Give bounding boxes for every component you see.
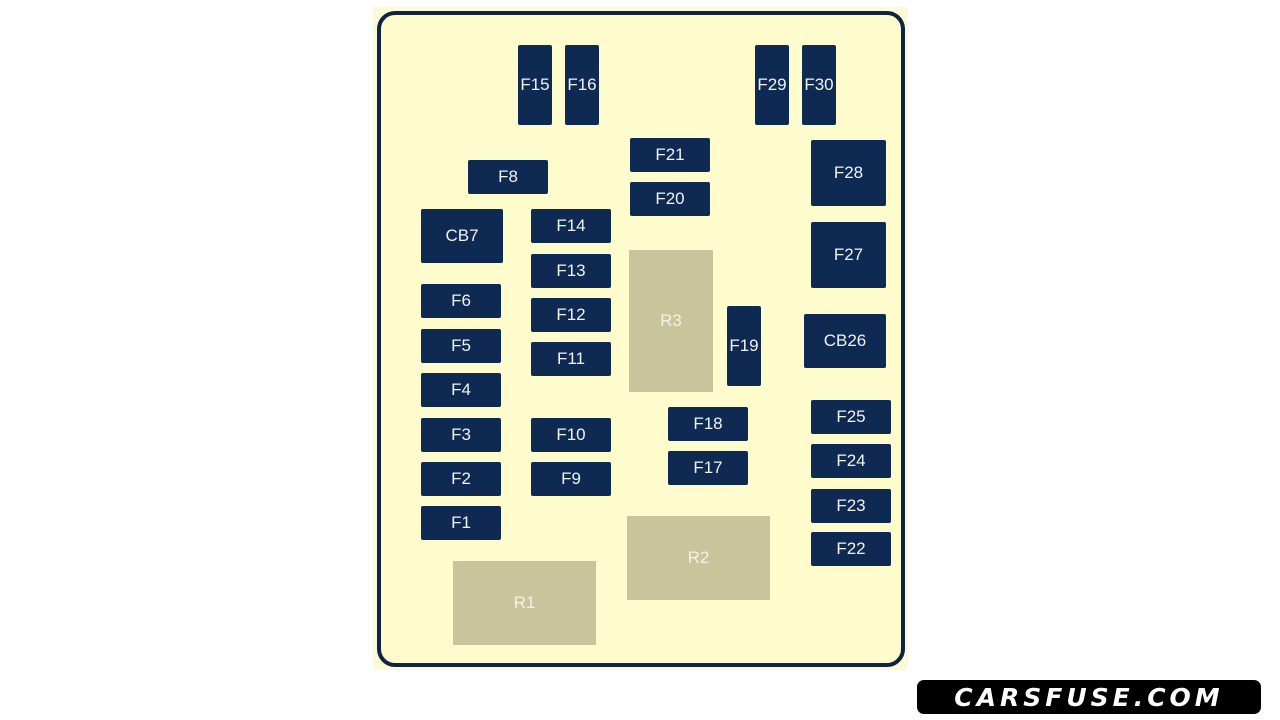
fuse-f13: F13 bbox=[531, 254, 611, 288]
fuse-f12: F12 bbox=[531, 298, 611, 332]
fuse-cb7: CB7 bbox=[421, 209, 503, 263]
fuse-f6: F6 bbox=[421, 284, 501, 318]
fuse-f5: F5 bbox=[421, 329, 501, 363]
fuse-f8: F8 bbox=[468, 160, 548, 194]
fuse-f4: F4 bbox=[421, 373, 501, 407]
fuse-f17: F17 bbox=[668, 451, 748, 485]
fuse-f9: F9 bbox=[531, 462, 611, 496]
fuse-f28: F28 bbox=[811, 140, 886, 206]
relay-r2: R2 bbox=[627, 516, 770, 600]
fuse-f24: F24 bbox=[811, 444, 891, 478]
fuse-f11: F11 bbox=[531, 342, 611, 376]
fuse-f23: F23 bbox=[811, 489, 891, 523]
fuse-f16: F16 bbox=[565, 45, 599, 125]
fuse-f3: F3 bbox=[421, 418, 501, 452]
fuse-f25: F25 bbox=[811, 400, 891, 434]
fuse-f15: F15 bbox=[518, 45, 552, 125]
fuse-f19: F19 bbox=[727, 306, 761, 386]
fuse-f20: F20 bbox=[630, 182, 710, 216]
fuse-f21: F21 bbox=[630, 138, 710, 172]
fuse-f10: F10 bbox=[531, 418, 611, 452]
fuse-f29: F29 bbox=[755, 45, 789, 125]
fuse-f27: F27 bbox=[811, 222, 886, 288]
fuse-f2: F2 bbox=[421, 462, 501, 496]
fuse-f18: F18 bbox=[668, 407, 748, 441]
fuse-f22: F22 bbox=[811, 532, 891, 566]
fuse-cb26: CB26 bbox=[804, 314, 886, 368]
relay-r1: R1 bbox=[453, 561, 596, 645]
carsfuse-logo: CARSFUSE.COM bbox=[917, 680, 1261, 714]
fuse-f1: F1 bbox=[421, 506, 501, 540]
fuse-f30: F30 bbox=[802, 45, 836, 125]
fuse-f14: F14 bbox=[531, 209, 611, 243]
relay-r3: R3 bbox=[629, 250, 713, 392]
